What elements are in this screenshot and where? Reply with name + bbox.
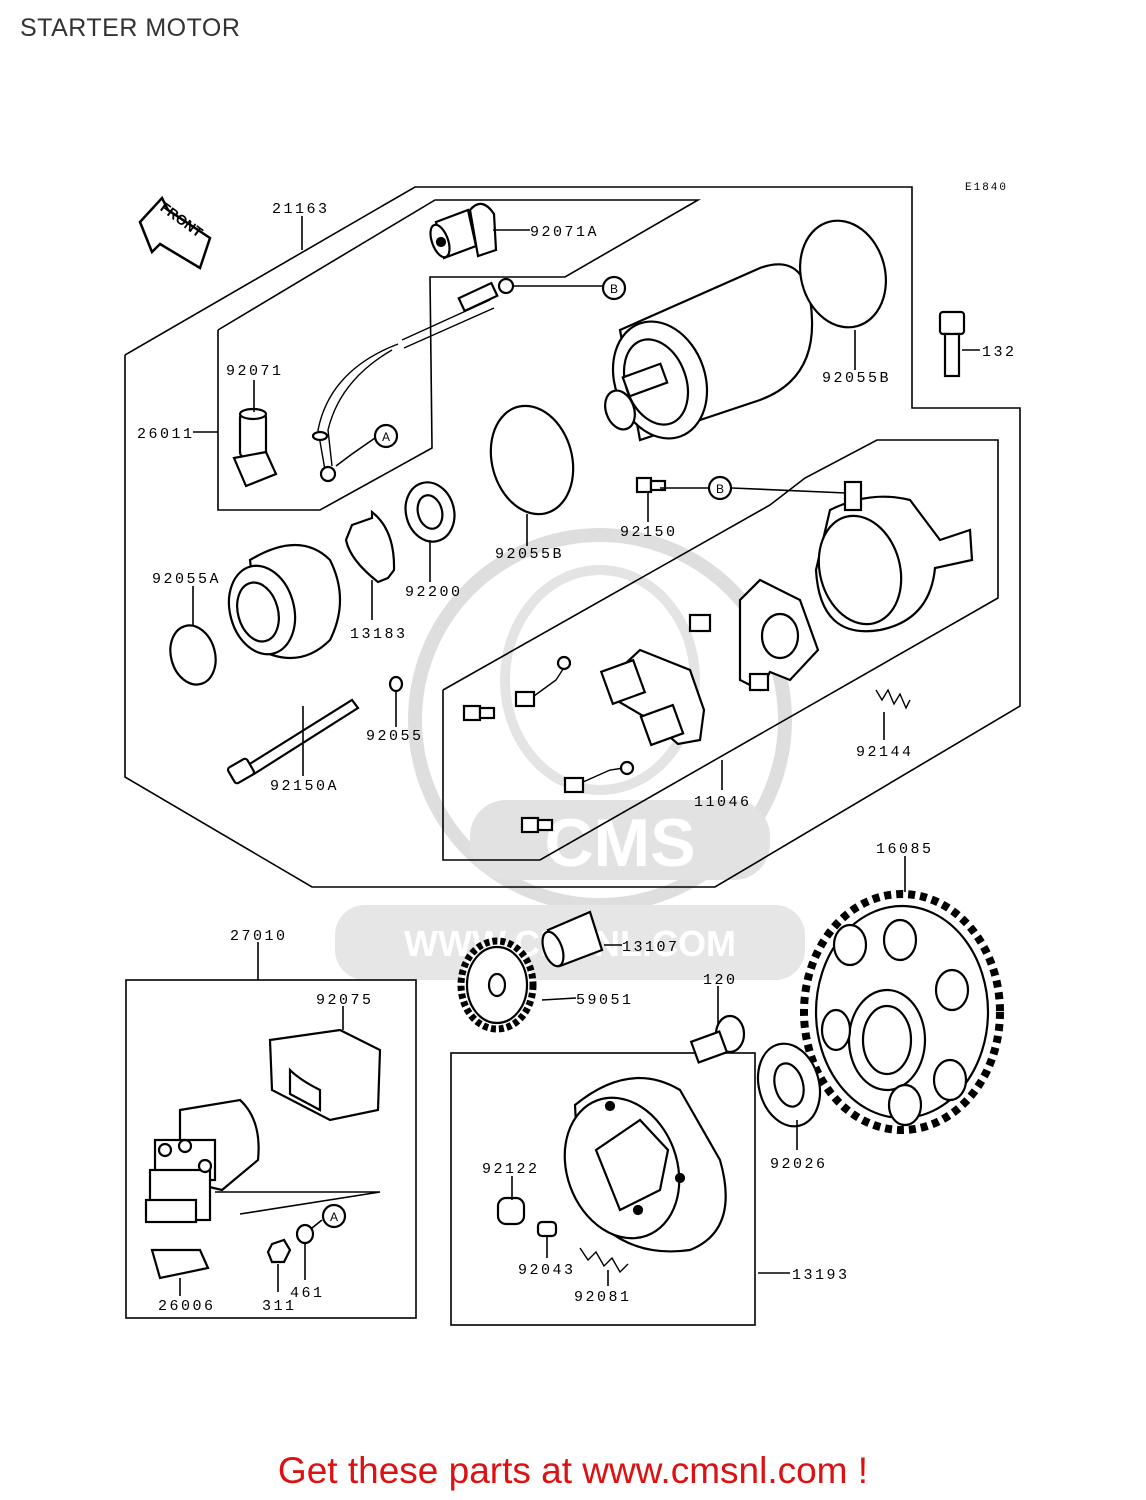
one-way-clutch-part (563, 1076, 727, 1253)
part-label: 92200 (405, 584, 463, 601)
o-ring-rear-part (798, 219, 888, 329)
part-label: 13193 (792, 1267, 850, 1284)
starter-relay-part (144, 1098, 260, 1224)
part-label: 120 (703, 972, 738, 989)
watermark-brand: CMS (544, 805, 695, 881)
lock-washer-part (295, 1223, 315, 1245)
idle-gear-shaft-part (541, 910, 604, 968)
part-label: 92055A (152, 571, 221, 588)
footer-link-text[interactable]: Get these parts at www.cmsnl.com ! (277, 1450, 869, 1491)
part-label: 92071A (530, 224, 599, 241)
svg-text:B: B (716, 482, 724, 496)
starter-clutch-gear-part (800, 890, 1004, 1134)
part-label: 92075 (316, 992, 374, 1009)
nut-part (266, 1238, 292, 1264)
part-label: 92055B (495, 546, 564, 563)
o-ring-front-part (489, 404, 575, 516)
part-label: 92122 (482, 1161, 540, 1178)
brush-spring-part (875, 688, 911, 710)
clutch-group-frame (450, 1052, 756, 1326)
relay-group-frame (125, 979, 417, 1319)
part-label: 92026 (770, 1156, 828, 1173)
part-label: 16085 (876, 841, 934, 858)
svg-text:A: A (382, 430, 390, 444)
cable-cap-part (429, 202, 498, 260)
callout-a-top: A (373, 423, 399, 449)
o-ring-small-part (169, 624, 217, 686)
part-label: 92081 (574, 1289, 632, 1306)
page-title: STARTER MOTOR (20, 14, 241, 42)
relay-fuse-part (150, 1248, 210, 1280)
part-label: 92150A (270, 778, 339, 795)
brush-holder-frame (442, 439, 999, 861)
relay-cover-part (268, 1028, 382, 1122)
part-label: 132 (982, 344, 1017, 361)
lock-plate-part (344, 509, 396, 584)
part-label: 92055B (822, 370, 891, 387)
front-arrow-icon: FRONT (138, 195, 212, 270)
svg-text:B: B (610, 282, 618, 296)
part-label: 13107 (622, 939, 680, 956)
part-label: 11046 (694, 794, 752, 811)
callout-b-top: B (601, 275, 627, 301)
clutch-washer-part (756, 1042, 822, 1128)
part-label: 59051 (576, 992, 634, 1009)
rear-cover-part (814, 480, 974, 633)
starter-cable-part (311, 277, 515, 483)
cms-watermark: CMS WWW.CMSNL.COM (335, 528, 805, 980)
part-label: 27010 (230, 928, 288, 945)
part-label: 311 (262, 1298, 297, 1315)
callout-b-mid: B (707, 475, 733, 501)
part-label: 92150 (620, 524, 678, 541)
terminal-boot-part (232, 407, 278, 488)
part-label: 13183 (350, 626, 408, 643)
mounting-bolt-part (938, 310, 966, 378)
brush-holder-part (599, 578, 820, 747)
through-bolt-part (226, 698, 360, 785)
terminal-screw-part (635, 476, 667, 494)
leader-lines (179, 216, 980, 1296)
part-label: 92071 (226, 363, 284, 380)
clutch-spring-part (579, 1247, 629, 1274)
thrust-washer-part (404, 481, 456, 543)
svg-text:A: A (330, 1210, 338, 1224)
motor-yoke-part (604, 263, 814, 442)
clutch-pin-part (536, 1220, 558, 1238)
part-labels: 21163 92071A 92071 26011 92055B 132 9205… (137, 201, 1017, 1315)
part-label: 26006 (158, 1298, 216, 1315)
brush-screw-part (462, 704, 554, 834)
brush-lead-part (514, 655, 635, 794)
part-label: 461 (290, 1285, 325, 1302)
motor-assembly-frame (124, 186, 1021, 888)
part-label: 92055 (366, 728, 424, 745)
cable-group-frame (217, 199, 701, 511)
diagram-code: E1840 (965, 182, 1008, 194)
o-ring-tiny-part (388, 675, 404, 693)
callout-a-bottom: A (321, 1203, 347, 1229)
collar-part (689, 1014, 746, 1064)
idle-gear-part (457, 937, 537, 1033)
part-label: 26011 (137, 426, 195, 443)
part-label: 92043 (518, 1262, 576, 1279)
part-label: 92144 (856, 744, 914, 761)
front-cover-part (227, 543, 342, 660)
roller-part (496, 1196, 526, 1226)
part-label: 21163 (272, 201, 330, 218)
